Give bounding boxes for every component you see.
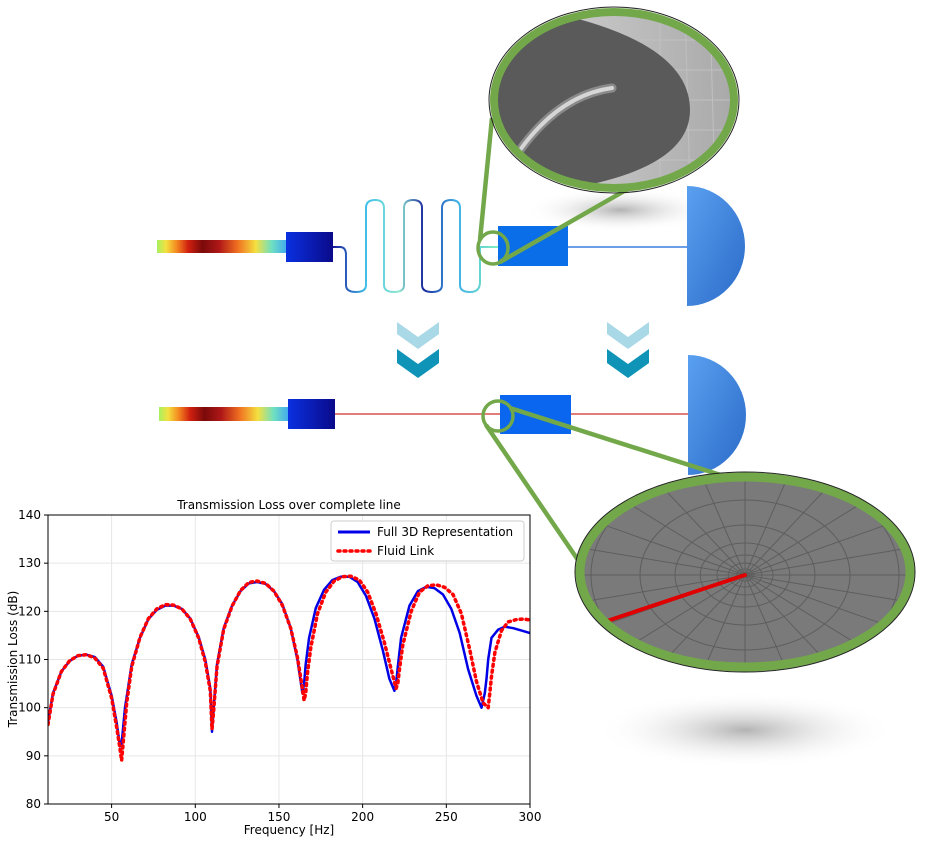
chart-title: Transmission Loss over complete line bbox=[176, 498, 401, 512]
x-axis-label: Frequency [Hz] bbox=[244, 823, 335, 837]
transmission-loss-chart: Transmission Loss over complete line 50 1… bbox=[6, 498, 541, 837]
zoom-marker bbox=[476, 230, 510, 266]
zoom-detail-3d bbox=[488, 6, 740, 194]
x-tick-label: 300 bbox=[519, 810, 542, 824]
x-tick-label: 250 bbox=[435, 810, 458, 824]
series-full-3d-line bbox=[48, 575, 530, 748]
outlet-dome bbox=[687, 186, 745, 306]
inlet-pipe-heatmap bbox=[159, 407, 289, 421]
fluid-link-row bbox=[159, 355, 746, 562]
x-tick-label: 150 bbox=[268, 810, 291, 824]
y-tick-label: 100 bbox=[18, 701, 41, 715]
y-tick-label: 130 bbox=[18, 556, 41, 570]
full-3d-row bbox=[157, 117, 745, 306]
first-chamber bbox=[288, 399, 335, 429]
y-tick-label: 90 bbox=[26, 749, 41, 763]
y-tick-label: 120 bbox=[18, 604, 41, 618]
x-tick-label: 200 bbox=[351, 810, 374, 824]
second-chamber bbox=[498, 226, 568, 266]
y-tick-label: 140 bbox=[18, 508, 41, 522]
series-fluid-link-line bbox=[48, 574, 530, 763]
zoom-line bbox=[477, 117, 495, 241]
outlet-dome bbox=[688, 355, 746, 475]
inlet-pipe-heatmap bbox=[157, 240, 287, 253]
zoom-detail-fluid-link bbox=[574, 471, 916, 673]
chevron-down-icon bbox=[607, 322, 649, 378]
chevron-down-icon bbox=[397, 322, 439, 378]
y-tick-label: 110 bbox=[18, 653, 41, 667]
meander-pipe bbox=[333, 198, 498, 294]
ticks: 50 100 150 200 250 300 80 90 100 110 120 130 140 bbox=[18, 508, 541, 824]
zoom-marker bbox=[481, 399, 515, 433]
first-chamber bbox=[286, 232, 333, 262]
legend-box bbox=[330, 520, 525, 562]
legend: Full 3D Representation Fluid Link bbox=[330, 520, 525, 562]
zoom-line bbox=[509, 405, 731, 481]
shadow bbox=[595, 692, 895, 768]
x-tick-label: 50 bbox=[104, 810, 119, 824]
y-axis-label: Transmission Loss (dB) bbox=[6, 591, 20, 729]
y-tick-label: 80 bbox=[26, 797, 41, 811]
legend-label-fluid: Fluid Link bbox=[377, 544, 434, 558]
zoom-line bbox=[484, 423, 580, 562]
legend-label-full3d: Full 3D Representation bbox=[377, 525, 513, 539]
series-group bbox=[48, 574, 530, 763]
x-tick-label: 100 bbox=[184, 810, 207, 824]
